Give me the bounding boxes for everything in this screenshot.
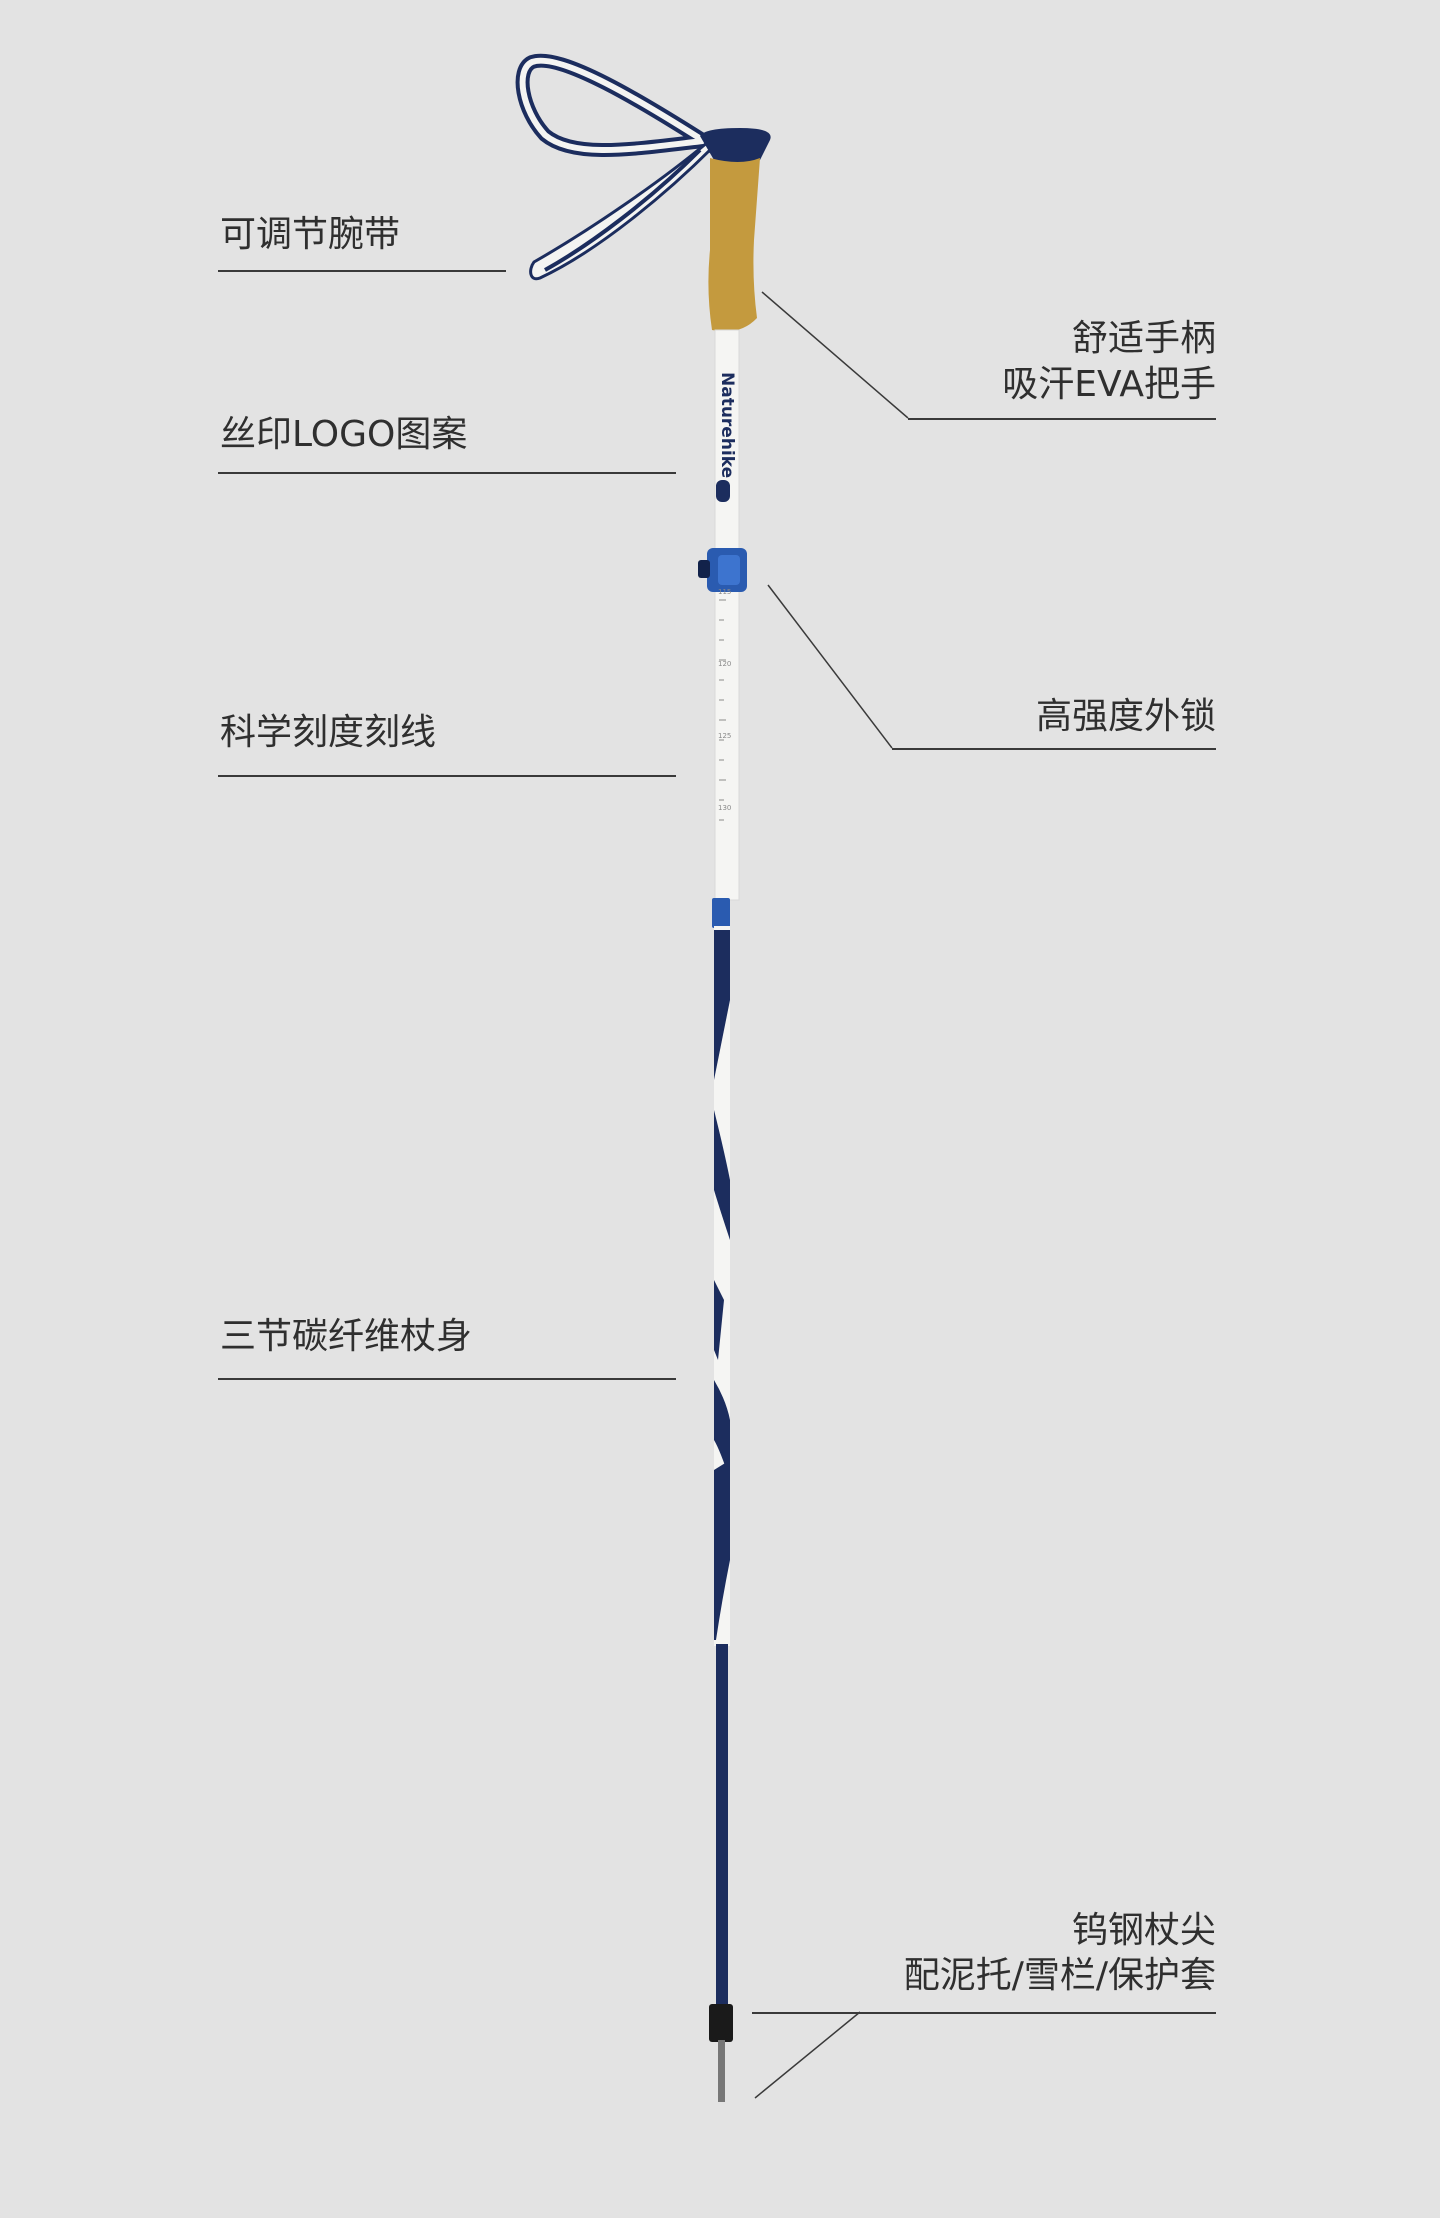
cork-grip — [708, 158, 760, 332]
callout-rule — [218, 472, 676, 474]
leader-lines — [754, 291, 909, 2099]
callout-rule — [218, 775, 676, 777]
scale-mark: 130 — [718, 804, 731, 812]
callout-rule — [218, 1378, 676, 1380]
callout-lock: 高强度外锁 — [1035, 696, 1216, 737]
tip-basket-mount — [709, 2004, 733, 2042]
callout-grip-line2: 吸汗EVA把手 — [1002, 364, 1216, 405]
lock-clamp — [698, 548, 747, 592]
scale-ticks — [719, 599, 726, 821]
callout-scale: 科学刻度刻线 — [220, 712, 437, 753]
section-ferrule — [712, 898, 730, 928]
lower-shaft — [716, 1644, 728, 2006]
callout-wrist-strap: 可调节腕带 — [220, 214, 401, 255]
logo-badge — [716, 480, 730, 502]
shaft-graphic — [714, 930, 730, 1640]
grip-cap — [700, 128, 771, 164]
callout-rule — [752, 2012, 1216, 2014]
scale-mark: 125 — [718, 732, 731, 740]
callout-shaft: 三节碳纤维杖身 — [220, 1316, 473, 1357]
scale-mark: 115 — [718, 588, 731, 596]
callout-tip-line1: 钨钢杖尖 — [1071, 1910, 1216, 1951]
callout-logo: 丝印LOGO图案 — [220, 414, 468, 455]
wrist-strap — [515, 53, 719, 281]
upper-shaft — [714, 329, 740, 901]
tungsten-tip — [718, 2040, 725, 2102]
scale-mark: 120 — [718, 660, 731, 668]
brand-logo: Naturehike — [717, 372, 737, 478]
callout-grip-line1: 舒适手柄 — [1071, 318, 1216, 359]
callout-rule — [218, 270, 506, 272]
callout-rule — [892, 748, 1216, 750]
callout-rule — [908, 418, 1216, 420]
callout-tip-line2: 配泥托/雪栏/保护套 — [903, 1955, 1216, 1996]
